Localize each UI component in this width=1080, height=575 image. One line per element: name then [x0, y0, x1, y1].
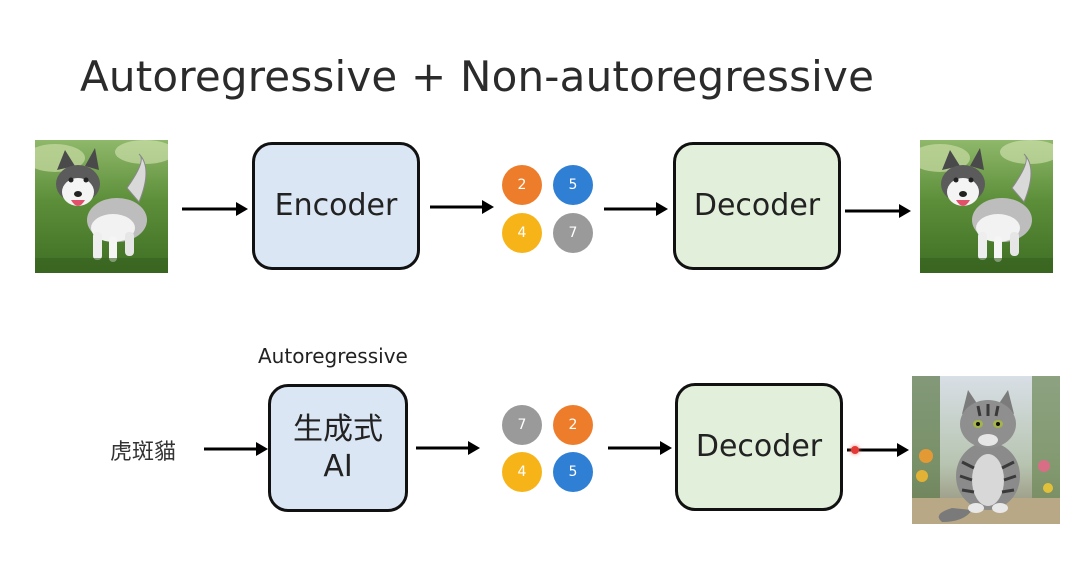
laser-pointer-dot: [851, 446, 859, 454]
token-circle: 5: [553, 165, 593, 205]
autoregressive-annotation: Autoregressive: [258, 344, 408, 368]
decoder-box-2: Decoder: [675, 383, 843, 511]
husky-input-image: [35, 140, 168, 273]
decoder-box: Decoder: [673, 142, 841, 270]
husky-output-image: [920, 140, 1053, 273]
arrow-text-to-generator: [204, 442, 268, 456]
arrow-decoder-to-image: [845, 204, 911, 218]
token-circle: 4: [502, 452, 542, 492]
token-circle: 5: [553, 452, 593, 492]
decoder-label-2: Decoder: [695, 429, 823, 465]
input-text-prompt: 虎斑貓: [110, 440, 177, 465]
token-circle: 7: [553, 213, 593, 253]
generative-ai-box: 生成式 AI: [268, 384, 408, 512]
encoder-box: Encoder: [252, 142, 420, 270]
arrow-tokens-to-decoder-2: [608, 441, 672, 455]
generator-label-line1: 生成式: [293, 411, 383, 447]
token-circle: 4: [502, 213, 542, 253]
page-title: Autoregressive + Non-autoregressive: [80, 52, 875, 101]
arrow-generator-to-tokens: [416, 441, 480, 455]
tabby-cat-output-image: [912, 376, 1060, 524]
token-circle: 7: [502, 405, 542, 445]
arrow-image-to-encoder: [182, 202, 248, 216]
token-circle: 2: [553, 405, 593, 445]
encoder-label: Encoder: [274, 188, 398, 224]
decoder-label: Decoder: [693, 188, 821, 224]
generator-label-line2: AI: [323, 449, 353, 484]
arrow-encoder-to-tokens: [430, 200, 494, 214]
token-circle: 2: [502, 165, 542, 205]
arrow-tokens-to-decoder: [604, 202, 668, 216]
